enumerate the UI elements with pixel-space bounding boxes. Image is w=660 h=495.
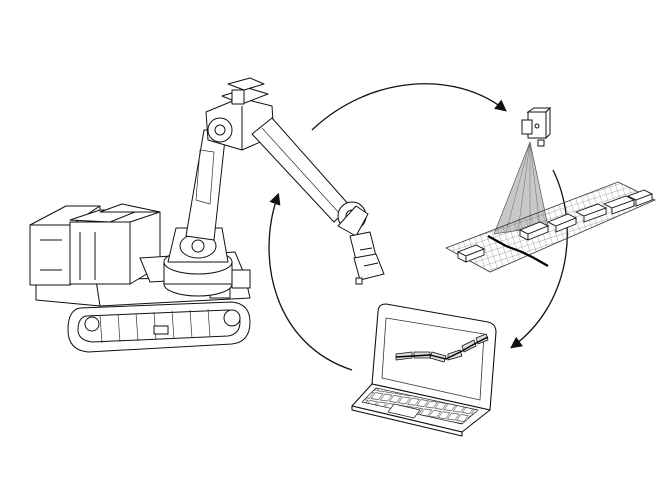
tracked-robot-arm-icon [29,77,385,353]
arrow-scanner-to-laptop [510,169,568,349]
touchpad [387,403,421,419]
end-effector [349,231,385,285]
crawler-track [67,301,251,353]
wrist-joint [337,201,369,237]
arrow-robot-to-scanner [311,83,507,131]
arrow-laptop-to-robot [268,192,353,371]
lower-arm [185,129,227,241]
laptop-icon [351,303,497,437]
seam-path-preview [395,333,489,363]
keyboard [361,387,479,425]
scanned-surface-mesh [445,181,656,273]
weld-seam [487,235,549,267]
laser-scanner-icon [445,106,656,273]
power-unit [29,203,161,286]
